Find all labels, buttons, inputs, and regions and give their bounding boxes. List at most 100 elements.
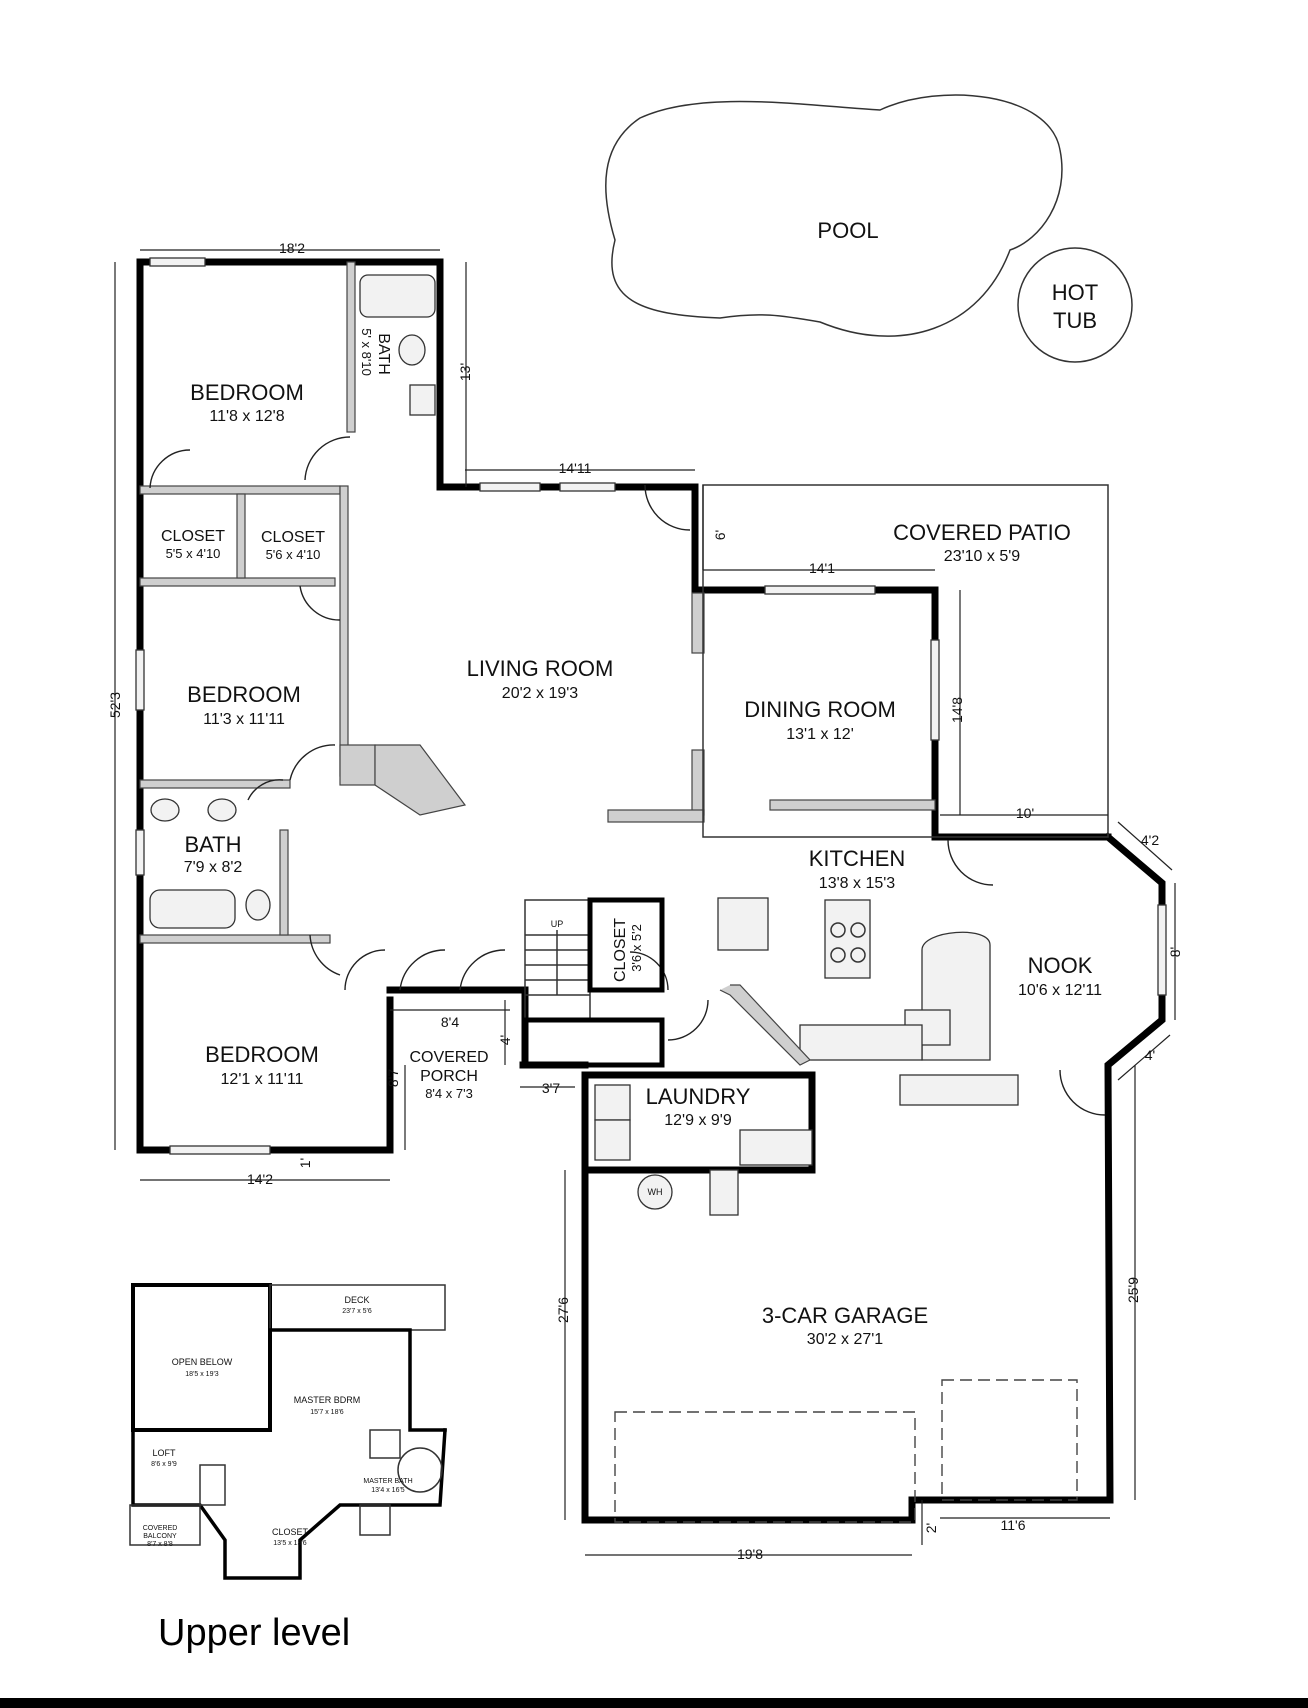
- upper-loft-size: 8'6 x 9'9: [151, 1461, 177, 1468]
- dimension-lines: [114, 249, 1176, 1556]
- dim-bath-wing: 13': [457, 363, 473, 381]
- pool-label: POOL: [817, 218, 878, 243]
- water-heater: [637, 1174, 673, 1210]
- hot-tub-outline: [1017, 247, 1133, 363]
- closet-3-name: CLOSET: [612, 918, 629, 982]
- laundry-counter: [739, 1129, 813, 1166]
- upper-master-bath-name: MASTER BATH: [363, 1478, 412, 1485]
- living-room-name: LIVING ROOM: [467, 656, 614, 681]
- garage-name: 3-CAR GARAGE: [762, 1303, 928, 1328]
- nook-counter: [899, 1074, 1019, 1106]
- kitchen-size: 13'8 x 15'3: [819, 875, 895, 892]
- water-heater-label: WH: [648, 1187, 663, 1197]
- dim-nook-diag-bottom: 4': [1145, 1047, 1155, 1063]
- bedroom-2-size: 11'3 x 11'11: [203, 711, 285, 728]
- bedroom-1-size: 11'8 x 12'8: [209, 408, 284, 425]
- dim-dining-side: 14'8: [949, 697, 965, 723]
- hot-tub-label-2: TUB: [1053, 308, 1097, 333]
- covered-patio-outline: [702, 484, 1109, 838]
- kitchen-name: KITCHEN: [809, 846, 906, 871]
- covered-porch-name-2: PORCH: [420, 1068, 478, 1085]
- bedroom-2-name: BEDROOM: [187, 682, 301, 707]
- upper-master-bdrm-name: MASTER BDRM: [294, 1395, 361, 1405]
- bath-2-name: BATH: [184, 832, 241, 857]
- dim-small-offset: 1': [297, 1158, 313, 1168]
- dining-room-name: DINING ROOM: [744, 697, 896, 722]
- closet-3-outline: [587, 897, 665, 993]
- upper-level-plan: [129, 1283, 447, 1580]
- bedroom-3-size: 12'1 x 11'11: [221, 1071, 304, 1088]
- bottom-border: [0, 1698, 1308, 1708]
- dim-porch-step: 4': [497, 1035, 513, 1045]
- interior-walls: [139, 261, 936, 944]
- dim-patio-bottom: 10': [1016, 805, 1034, 821]
- nook-size: 10'6 x 12'11: [1018, 982, 1102, 999]
- kitchen-range: [824, 899, 871, 979]
- dim-bottom-left: 14'2: [247, 1171, 273, 1187]
- windows: [135, 257, 1167, 1155]
- dim-living-top: 14'11: [559, 460, 592, 476]
- upper-balcony-name-2: BALCONY: [143, 1533, 177, 1540]
- dim-porch-width: 8'4: [441, 1014, 459, 1030]
- closet-2-size: 5'6 x 4'10: [266, 547, 321, 562]
- dim-dining-width: 14'1: [809, 560, 835, 576]
- upper-deck-name: DECK: [344, 1295, 369, 1305]
- covered-patio-name: COVERED PATIO: [893, 520, 1071, 545]
- upper-master-bath-size: 13'4 x 16'5: [371, 1487, 405, 1494]
- dining-room-size: 13'1 x 12': [786, 726, 854, 743]
- kitchen-counter: [799, 1024, 923, 1061]
- dim-left-height: 52'3: [107, 692, 123, 718]
- dim-garage-notch: 2': [923, 1523, 939, 1533]
- upper-loft-name: LOFT: [152, 1448, 176, 1458]
- dim-garage-right: 25'9: [1125, 1277, 1141, 1303]
- bath-1-size: 5' x 8'10: [359, 328, 374, 376]
- dim-porch-height: 8'7: [385, 1069, 401, 1087]
- bedroom-3-name: BEDROOM: [205, 1042, 319, 1067]
- washer: [594, 1084, 631, 1121]
- living-room-size: 20'2 x 19'3: [502, 685, 578, 702]
- bedroom-1-name: BEDROOM: [190, 380, 304, 405]
- garage-bay-single: [941, 1379, 1078, 1501]
- upper-open-below-size: 18'5 x 19'3: [185, 1371, 219, 1378]
- closet-1-size: 5'5 x 4'10: [166, 546, 221, 561]
- toilet-1: [398, 334, 426, 366]
- sink-2b: [207, 798, 237, 822]
- bathtub-1: [359, 274, 436, 318]
- covered-porch-name-1: COVERED: [409, 1049, 488, 1066]
- bath-1-name: BATH: [375, 333, 392, 374]
- doors: [149, 436, 1106, 1116]
- bathtub-2: [149, 889, 236, 929]
- closet-3-size: 3'6 x 5'2: [629, 924, 644, 972]
- hot-tub-label-1: HOT: [1052, 280, 1098, 305]
- upper-level-title: Upper level: [158, 1612, 350, 1654]
- dim-nook-side: 8': [1167, 947, 1183, 957]
- dim-garage-bottom: 19'8: [737, 1546, 763, 1562]
- sink-1: [409, 384, 436, 416]
- stairs: [524, 899, 591, 1021]
- dryer: [594, 1119, 631, 1161]
- garage-bench: [709, 1169, 739, 1216]
- closet-1-name: CLOSET: [161, 528, 225, 545]
- kitchen-pantry-wall: [719, 984, 811, 1066]
- dim-top-width: 18'2: [279, 240, 305, 256]
- pool-outline: [605, 94, 1063, 337]
- dim-garage-left: 27'6: [555, 1297, 571, 1323]
- upper-closet-name: CLOSET: [272, 1527, 309, 1537]
- covered-patio-size: 23'10 x 5'9: [944, 548, 1020, 565]
- upper-closet-size: 13'5 x 13'6: [273, 1540, 307, 1547]
- dim-nook-diag-top: 4'2: [1141, 832, 1159, 848]
- fridge: [717, 897, 769, 951]
- garage-bay-double: [614, 1411, 916, 1523]
- upper-balcony-size: 8'7 x 8'8: [147, 1541, 173, 1548]
- upper-deck-size: 23'7 x 5'6: [342, 1308, 372, 1315]
- sink-2a: [150, 798, 180, 822]
- garage-size: 30'2 x 27'1: [807, 1331, 883, 1348]
- stairs-up-label: UP: [551, 919, 564, 929]
- covered-porch-size: 8'4 x 7'3: [425, 1086, 473, 1101]
- laundry-name: LAUNDRY: [646, 1084, 751, 1109]
- upper-balcony-name-1: COVERED: [143, 1525, 178, 1532]
- stair-landing: [522, 1017, 665, 1068]
- dim-garage-step: 11'6: [1001, 1517, 1026, 1533]
- bath-2-size: 7'9 x 8'2: [184, 859, 243, 876]
